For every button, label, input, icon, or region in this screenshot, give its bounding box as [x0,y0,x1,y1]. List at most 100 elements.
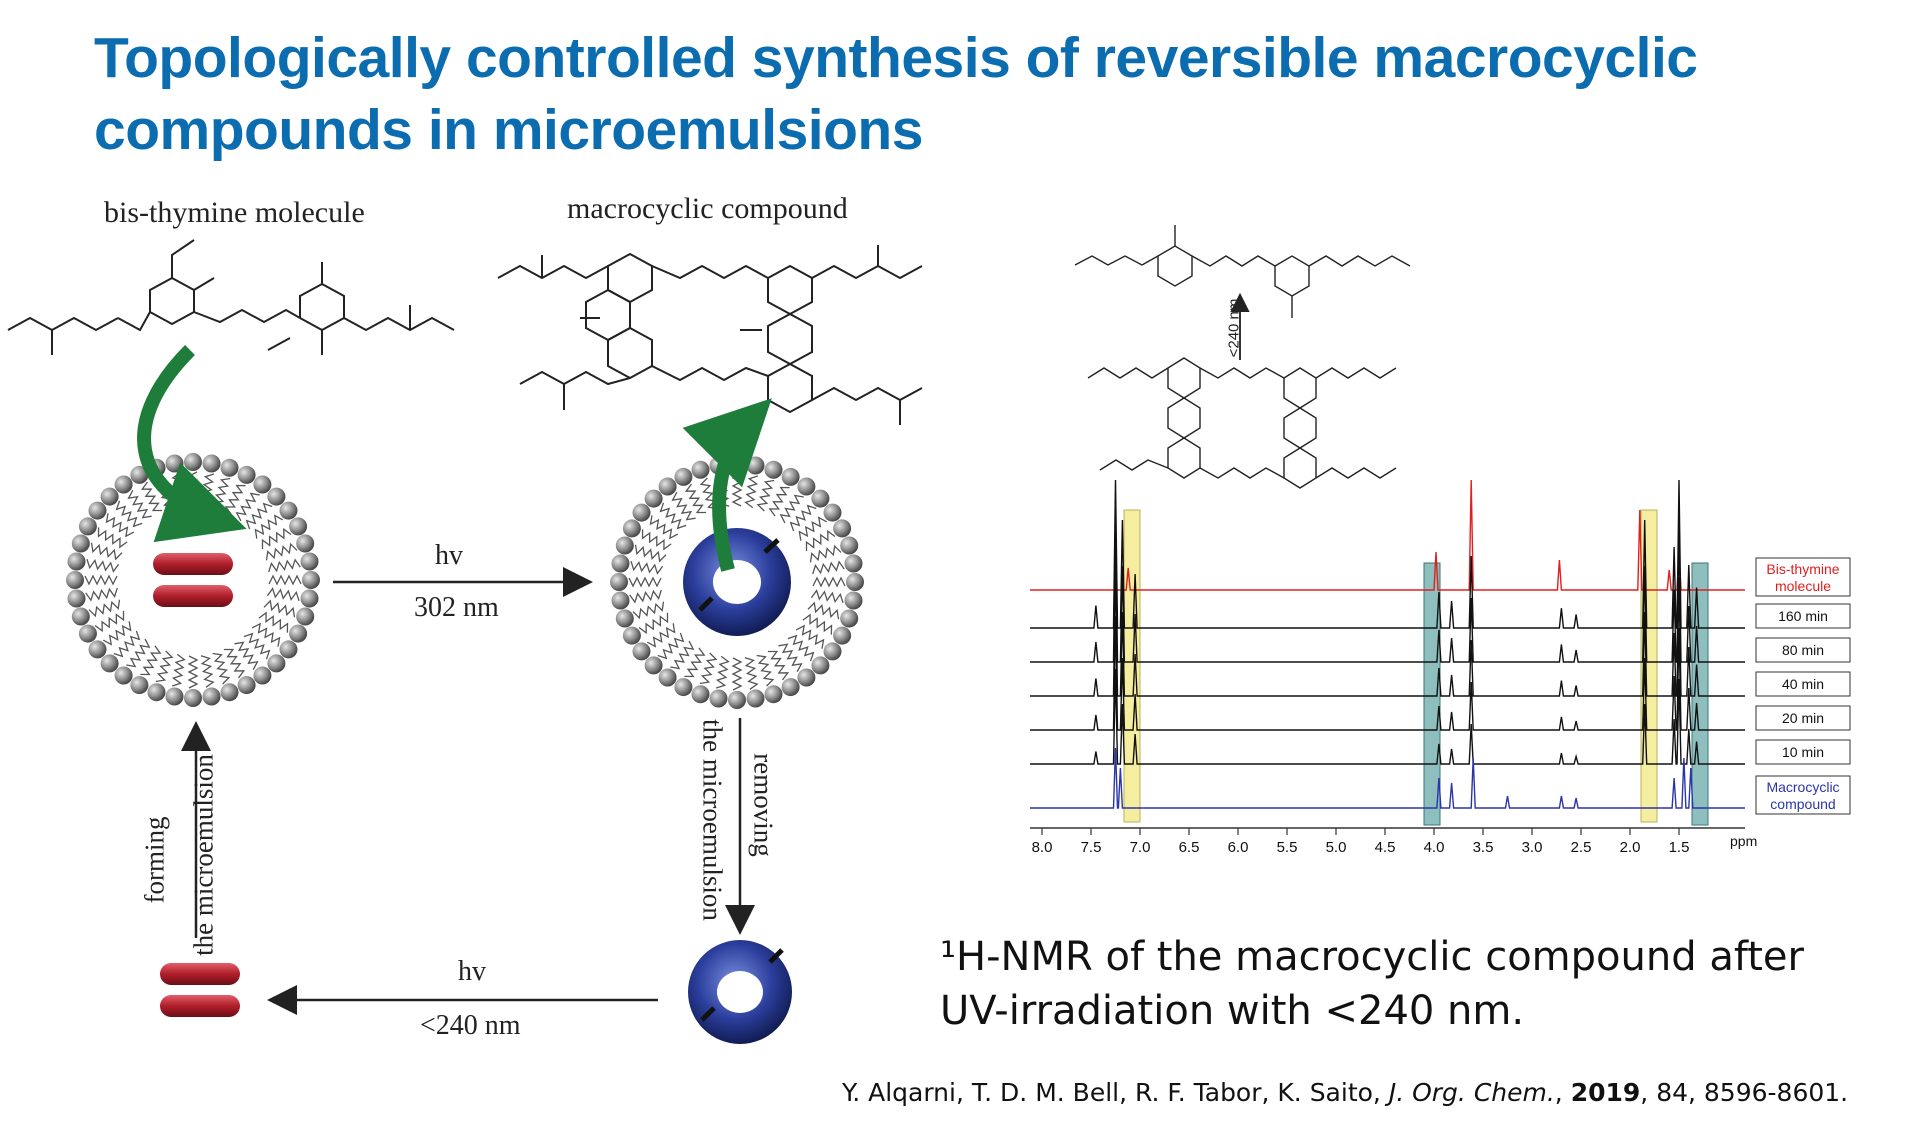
nmr-structures [1074,225,1411,489]
macrocycle-label: macrocyclic compound [567,192,848,225]
micelle-tail [94,610,125,633]
nmr-axis-unit: ppm [1730,833,1757,849]
micelle-tail [807,601,840,620]
nmr-axis-tick-label: 5.5 [1277,839,1298,856]
micelle-bead [644,489,663,508]
micelle-bead [622,626,641,645]
micelle-tail [699,652,718,685]
nmr-axis-tick-label: 3.0 [1522,839,1543,856]
micelle-tail [263,599,296,618]
micelle-tail [155,650,174,683]
micelle-bead [709,689,728,708]
micelle-bead [781,467,800,486]
micelle-bead [632,642,651,661]
nmr-axis-tick-label: 2.0 [1620,839,1641,856]
micelle-tail [744,475,759,509]
micelle-tail [789,504,817,532]
micelle-bead [253,666,272,685]
micelle-bead [746,689,765,708]
micelle-bead [71,607,90,626]
nmr-axis-tick-label: 1.5 [1669,839,1690,856]
micelle-bead [811,656,830,675]
micelle-bead [764,685,783,704]
micelle-tail [638,612,669,635]
micelle-bead [279,640,298,659]
micelle-tail [243,632,271,660]
micelle-tail [629,589,662,604]
nmr-caption: ¹H-NMR of the macrocyclic compound after… [940,934,1804,1034]
arrow-bottom-label-hv: hv [458,956,486,987]
nmr-trace-label-box [1755,637,1851,663]
micelle-bead [279,501,298,520]
free-rod-top [160,963,240,985]
micelle-bead [615,536,634,555]
micelle-tail [715,655,730,689]
micelle-tail [266,587,300,602]
green-arrow-out-of-micelle [682,398,772,572]
micelle-tail [85,587,118,602]
micelle-tail [88,599,121,618]
micelle-bead [658,477,677,496]
micelle-bead [296,607,315,626]
nmr-trace-label-box [1755,775,1851,815]
micelle-tail [641,529,672,551]
micelle-tail [97,527,128,549]
nmr-trace [1030,668,1745,765]
micelle-tail [223,648,246,679]
micelle-bead [632,503,651,522]
micelle-tail [102,621,132,646]
nmr-trace [1030,747,1745,809]
micelle-bead [66,571,84,589]
nmr-trace [1030,615,1745,731]
micelle-bead [289,624,308,643]
micelle-tail [659,502,687,530]
micelle-tail [731,657,743,691]
micelle-left-beads [66,453,320,707]
micelle-bead [100,654,119,673]
micelle-tail [798,516,828,541]
micelle-tail [268,574,302,586]
micelle-tail [126,638,151,668]
micelle-bead [147,683,166,702]
micelle-bead [165,454,184,473]
micelle-tail [812,576,846,588]
micelle-bead [611,554,630,573]
micelle-tail [634,544,667,563]
nmr-trace-label-box [1755,705,1851,731]
micelle-bead [237,676,256,695]
micelle-bead [67,552,86,571]
micelle-tail [810,589,844,604]
micelle-bead [300,552,319,571]
micelle-bead [88,501,107,520]
bis-thymine-label: bis-thymine molecule [104,196,365,229]
macrocycle-torus-free [688,940,792,1044]
nmr-axis-tick-label: 4.5 [1375,839,1396,856]
micelle-bead [289,517,308,536]
micelle-tail [787,634,815,662]
micelle-tail [731,473,743,507]
micelle-bead [130,676,149,695]
micelle-bead [764,460,783,479]
micelle-bead [300,589,319,608]
nmr-trace-label-box [1755,671,1851,697]
micelle-bead [165,687,184,706]
micelle-tail [670,640,695,670]
micelle-tail [113,630,141,658]
micelle-tail [254,514,284,539]
micelle-tail [90,542,123,561]
micelle-bead [253,475,272,494]
micelle-bead [114,475,133,494]
micelle-bead [78,517,97,536]
micelle-bead [844,554,863,573]
micelle-tail [795,624,825,649]
micelle-tail [171,653,186,687]
micelle-tail [261,527,292,550]
micelle-tail [767,650,790,681]
micelle-tail [212,477,231,510]
micelle-bead [658,668,677,687]
micelle-bead [615,609,634,628]
micelle-bead [728,691,746,709]
